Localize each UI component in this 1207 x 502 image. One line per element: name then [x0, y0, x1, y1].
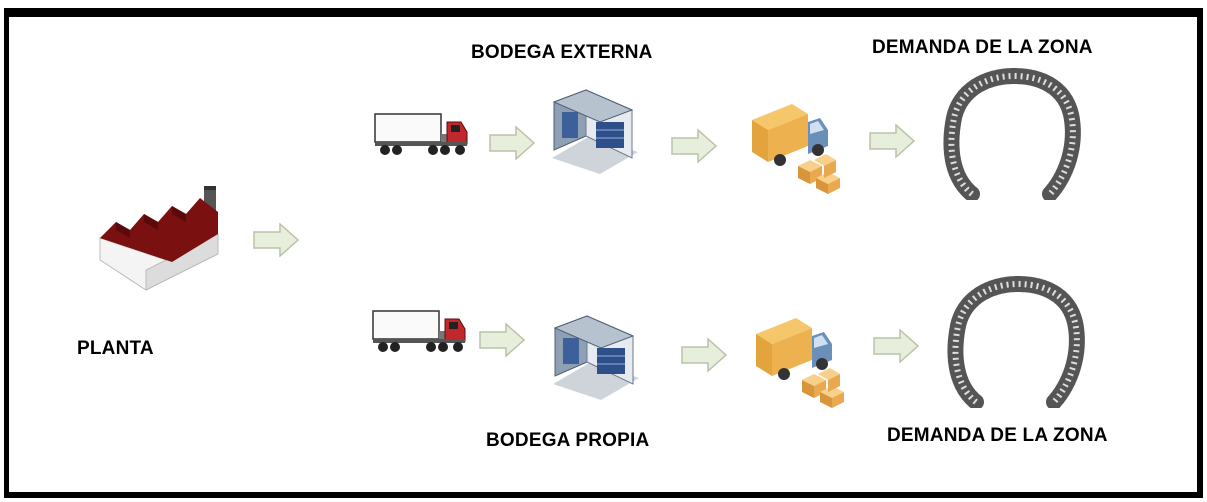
label-bodega-propia: BODEGA PROPIA	[486, 430, 650, 451]
label-bodega-externa: BODEGA EXTERNA	[471, 42, 653, 63]
truck-icon	[371, 309, 467, 355]
arrow-right-icon	[872, 328, 920, 364]
crowd-icon	[942, 68, 1082, 200]
label-demanda-bottom: DEMANDA DE LA ZONA	[887, 425, 1108, 446]
arrow-right-icon	[478, 322, 526, 358]
label-demanda-top: DEMANDA DE LA ZONA	[872, 37, 1093, 58]
warehouse-icon	[546, 88, 642, 178]
arrow-right-icon	[488, 125, 536, 161]
label-planta: PLANTA	[77, 338, 154, 359]
delivery-truck-boxes-icon	[748, 100, 844, 196]
arrow-right-icon	[868, 123, 916, 159]
delivery-truck-boxes-icon	[752, 314, 848, 410]
arrow-right-icon	[670, 128, 718, 164]
factory-icon	[96, 182, 226, 302]
warehouse-icon	[547, 314, 643, 404]
crowd-icon	[946, 276, 1086, 408]
truck-icon	[373, 112, 469, 158]
arrow-right-icon	[680, 337, 728, 373]
arrow-right-icon	[252, 222, 300, 258]
